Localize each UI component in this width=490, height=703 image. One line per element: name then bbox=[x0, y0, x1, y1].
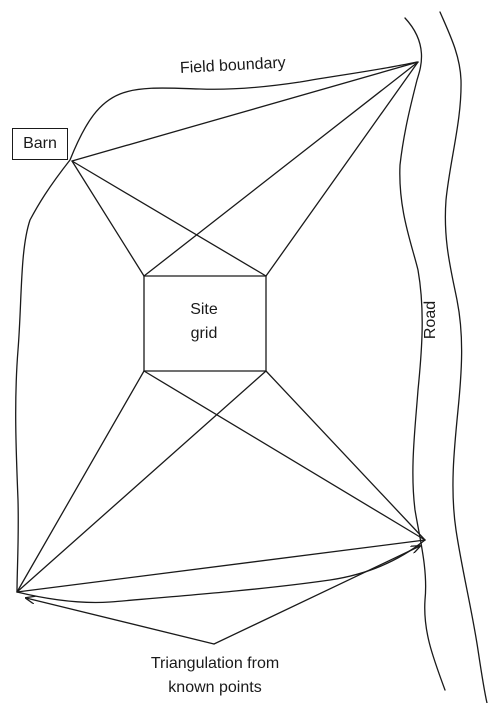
triangulation-label-line1: Triangulation from bbox=[150, 655, 280, 672]
arrow-to-sw-point bbox=[26, 598, 215, 645]
site-grid-rect bbox=[143, 275, 267, 372]
road-label: Road bbox=[422, 300, 440, 340]
tri-line-barn-to-grid-tr bbox=[71, 160, 267, 277]
site-grid-label: Site grid bbox=[146, 298, 262, 346]
site-grid-label-line1: Site bbox=[190, 301, 218, 318]
tri-line-sw-to-grid-bl bbox=[16, 370, 145, 593]
tri-line-barn-to-grid-tl bbox=[71, 160, 145, 277]
field-boundary-line bbox=[15, 61, 426, 604]
tri-line-sw-to-grid-br bbox=[16, 370, 267, 593]
tri-line-barn-to-ne bbox=[71, 61, 419, 162]
tri-line-se-to-grid-br bbox=[265, 370, 426, 541]
tri-line-sw-to-se bbox=[16, 539, 426, 593]
barn-box: Barn bbox=[12, 128, 68, 160]
tri-line-ne-to-grid-tr bbox=[265, 61, 419, 277]
tri-line-ne-to-grid-tl bbox=[143, 61, 419, 277]
site-grid-label-line2: grid bbox=[190, 325, 218, 342]
barn-label: Barn bbox=[23, 135, 57, 152]
triangulation-label-line2: known points bbox=[168, 679, 262, 696]
triangulation-label: Triangulation from known points bbox=[110, 652, 320, 700]
road-edge-right bbox=[439, 11, 488, 703]
arrow-to-se-point bbox=[213, 546, 420, 645]
tri-line-se-to-grid-bl bbox=[143, 370, 426, 541]
road-edge-left bbox=[399, 17, 446, 691]
